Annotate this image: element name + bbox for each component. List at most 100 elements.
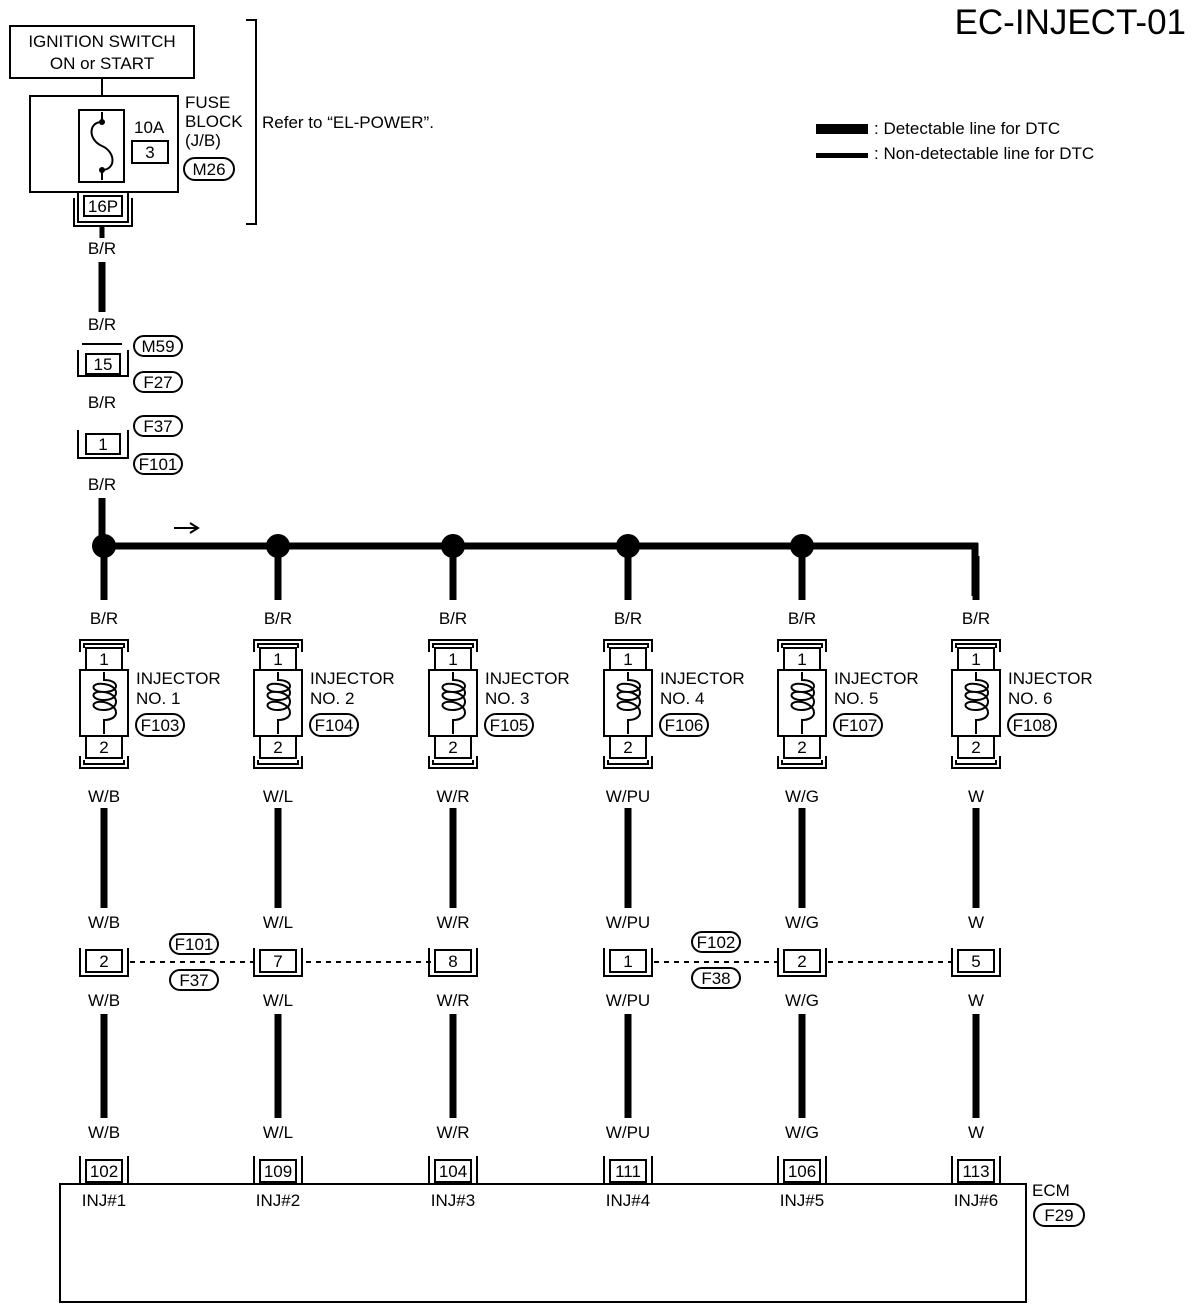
- ecm-label-inj-2: INJ#2: [256, 1191, 300, 1210]
- injector-5-joint-color-bottom: W/G: [785, 991, 819, 1010]
- supply-joint-1-pin: 15: [94, 355, 113, 374]
- injector-2-supply-color: B/R: [264, 609, 292, 628]
- injector-6-out-color: W: [968, 787, 984, 806]
- coil-icon: [266, 672, 291, 734]
- injector-3-pin-top: 1: [448, 650, 457, 669]
- fuse-block: 10A 3 FUSE BLOCK (J/B) M26 16P: [29, 93, 243, 227]
- legend: : Detectable line for DTC : Non-detectab…: [816, 119, 1094, 163]
- coil-icon: [616, 672, 641, 734]
- supply-wire-label-4: B/R: [88, 475, 116, 494]
- injector-1-joint-color-top: W/B: [88, 913, 120, 932]
- injector-4-pin-top: 1: [623, 650, 632, 669]
- refer-bracket: [246, 19, 257, 225]
- injector-4-joint-pin: 1: [623, 952, 632, 971]
- joint-group-1-conn-top: F101: [175, 935, 214, 954]
- injector-3-out-color: W/R: [436, 787, 469, 806]
- ecm-label-inj-5: INJ#5: [780, 1191, 824, 1210]
- splice-point: [266, 534, 290, 558]
- injector-1-supply-color: B/R: [90, 609, 118, 628]
- joint-group-1: F101 F37: [169, 933, 219, 991]
- injector-6-name: INJECTOR: [1008, 669, 1093, 688]
- supply-joint-1-conn-bottom: F27: [143, 373, 172, 392]
- fuse-amp: 10A: [134, 118, 165, 137]
- ecm-pin-3: 104: [439, 1162, 467, 1181]
- supply-joint-2: 1 F37 F101: [77, 415, 183, 475]
- joint-group-2-conn-top: F102: [697, 933, 736, 952]
- injector-2-number: NO. 2: [310, 689, 354, 708]
- joint-group-2-conn-bottom: F38: [701, 969, 730, 988]
- fuse-label-line2: BLOCK: [185, 112, 243, 131]
- injector-5-number: NO. 5: [834, 689, 878, 708]
- injector-3-joint-color-top: W/R: [436, 913, 469, 932]
- injector-6-supply-color: B/R: [962, 609, 990, 628]
- legend-detectable: : Detectable line for DTC: [874, 119, 1060, 138]
- injector-6-pin-top: 1: [971, 650, 980, 669]
- injector-2-joint-color-top: W/L: [263, 913, 293, 932]
- ecm-connector: F29: [1044, 1206, 1073, 1225]
- ecm-label: ECM: [1032, 1181, 1070, 1200]
- injector-5-name: INJECTOR: [834, 669, 919, 688]
- injector-5-out-color: W/G: [785, 787, 819, 806]
- coil-icon: [92, 672, 117, 734]
- injector-3-connector: F105: [490, 716, 529, 735]
- ecm-pin-4: 111: [615, 1162, 641, 1181]
- ecm-pin-2: 109: [264, 1162, 292, 1181]
- splice-point: [92, 534, 116, 558]
- injector-5-connector: F107: [839, 716, 878, 735]
- ignition-switch: IGNITION SWITCH ON or START: [9, 25, 195, 79]
- injector-2-name: INJECTOR: [310, 669, 395, 688]
- injector-6-joint-color-bottom: W: [968, 991, 984, 1010]
- injector-3-name: INJECTOR: [485, 669, 570, 688]
- injector-5-joint-color-top: W/G: [785, 913, 819, 932]
- joint-group-1-conn-bottom: F37: [179, 971, 208, 990]
- supply-wire-label-3: B/R: [88, 393, 116, 412]
- injector-4-ecm-color: W/PU: [606, 1123, 650, 1142]
- injector-2-ecm-color: W/L: [263, 1123, 293, 1142]
- ignition-switch-line2: ON or START: [50, 54, 154, 73]
- supply-joint-2-pin: 1: [98, 435, 107, 454]
- supply-joint-1: 15 M59 F27: [77, 335, 183, 393]
- injector-6-number: NO. 6: [1008, 689, 1052, 708]
- injector-2-joint-color-bottom: W/L: [263, 991, 293, 1010]
- injector-5-pin-bottom: 2: [797, 738, 806, 757]
- ecm-label-inj-6: INJ#6: [954, 1191, 998, 1210]
- joint-group-2: F102 F38: [691, 931, 741, 989]
- injector-4-name: INJECTOR: [660, 669, 745, 688]
- injector-1-pin-bottom: 2: [99, 738, 108, 757]
- injector-4-connector: F106: [665, 716, 704, 735]
- fuse-pin: 16P: [88, 197, 118, 216]
- ecm-pin-1: 102: [90, 1162, 118, 1181]
- supply-wire-label-1: B/R: [88, 239, 116, 258]
- injector-5-pin-top: 1: [797, 650, 806, 669]
- injector-1-connector: F103: [141, 716, 180, 735]
- injector-6-ecm-color: W: [968, 1123, 984, 1142]
- injector-2-pin-bottom: 2: [273, 738, 282, 757]
- injector-2-connector: F104: [315, 716, 354, 735]
- ignition-switch-line1: IGNITION SWITCH: [28, 32, 175, 51]
- injector-4-out-color: W/PU: [606, 787, 650, 806]
- injector-2-pin-top: 1: [273, 650, 282, 669]
- injector-5-joint-pin: 2: [797, 952, 806, 971]
- injector-4-pin-bottom: 2: [623, 738, 632, 757]
- injector-1-pin-top: 1: [99, 650, 108, 669]
- fuse-connector: M26: [192, 160, 225, 179]
- injector-3-ecm-color: W/R: [436, 1123, 469, 1142]
- injector-6-connector: F108: [1013, 716, 1052, 735]
- injector-1-joint-color-bottom: W/B: [88, 991, 120, 1010]
- ecm: ECM F29: [59, 1181, 1085, 1303]
- ecm-label-inj-3: INJ#3: [431, 1191, 475, 1210]
- injector-5-supply-color: B/R: [788, 609, 816, 628]
- direction-arrow-icon: [174, 522, 200, 534]
- fuse-label-line3: (J/B): [185, 131, 221, 150]
- injector-6-joint-color-top: W: [968, 913, 984, 932]
- injector-3-pin-bottom: 2: [448, 738, 457, 757]
- injector-1-ecm-color: W/B: [88, 1123, 120, 1142]
